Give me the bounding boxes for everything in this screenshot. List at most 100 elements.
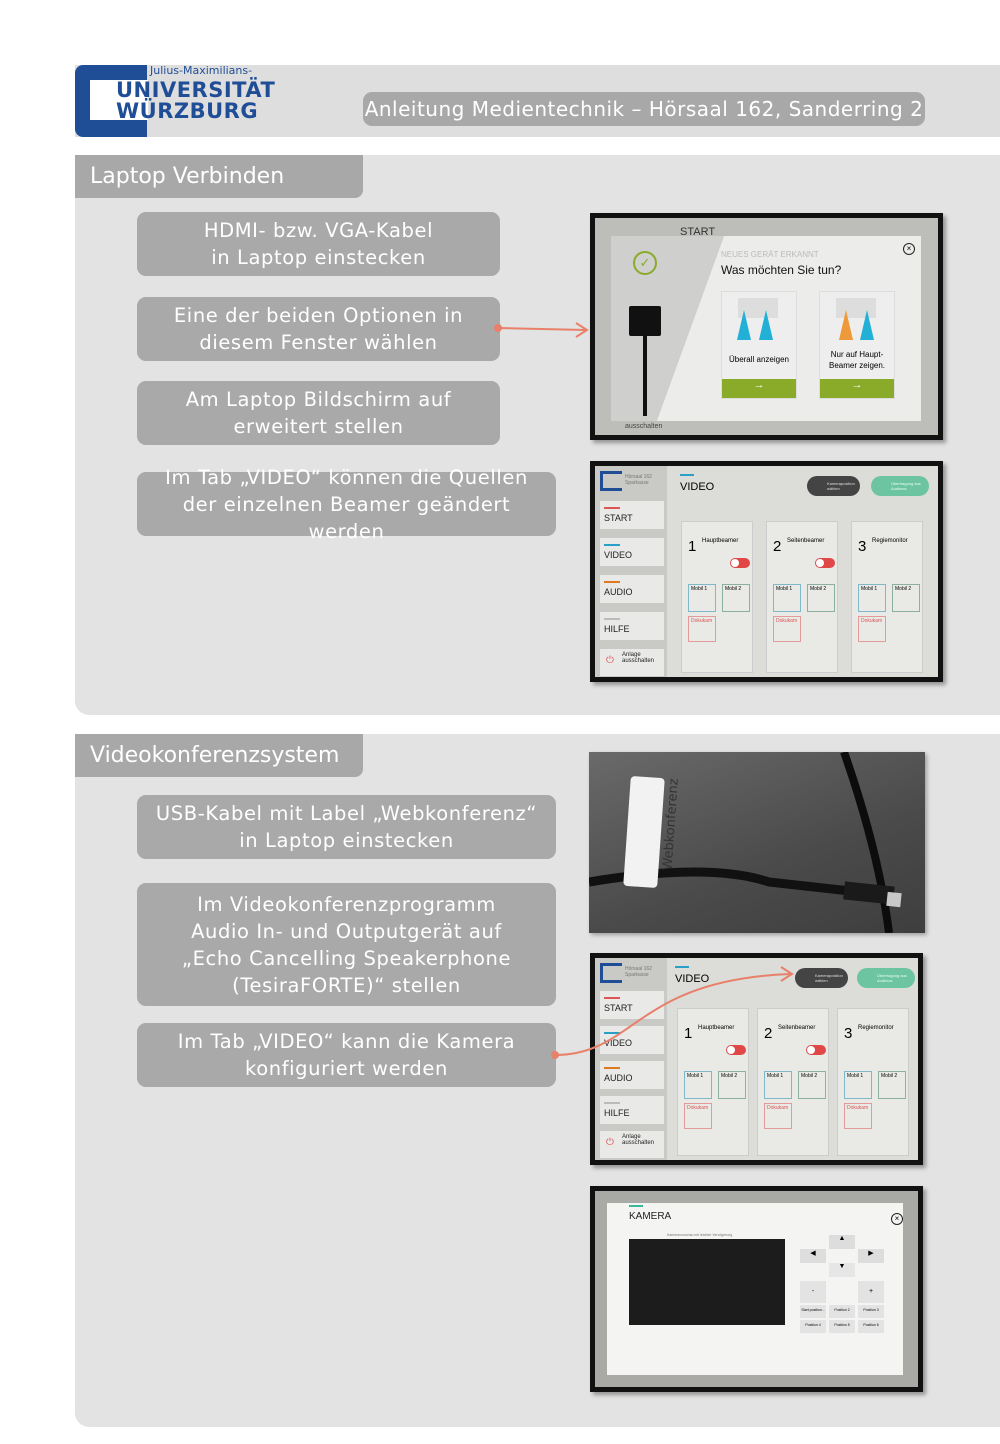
source-dokukam[interactable]: Dokukam (773, 616, 801, 642)
option-main-beamer[interactable]: Nur auf Haupt-Beamer zeigen. → (819, 291, 895, 399)
camera-title: KAMERA (629, 1211, 672, 1222)
output-number: 2 (773, 538, 782, 555)
nav-video[interactable]: VIDEO (600, 538, 664, 566)
nav-hilfe[interactable]: HILFE (600, 612, 664, 640)
power-label: ausschalten (625, 423, 663, 430)
camera-position-button[interactable]: Kameraposition wählen (795, 968, 848, 988)
output-name: Regiemonitor (872, 538, 908, 544)
source-dokukam[interactable]: Dokukam (684, 1103, 712, 1129)
step-text: Im Tab „VIDEO“ kann die Kamera konfiguri… (177, 1030, 516, 1080)
source-mobil1[interactable]: Mobil 1 (764, 1071, 792, 1099)
source-mobil1[interactable]: Mobil 1 (858, 584, 886, 612)
source-dokukam[interactable]: Dokukam (688, 616, 716, 642)
source-mobil1[interactable]: Mobil 1 (773, 584, 801, 612)
projector-icon (737, 298, 778, 340)
source-mobil2[interactable]: Mobil 2 (878, 1071, 906, 1099)
preset-button[interactable]: Position 6 (858, 1320, 884, 1333)
screenshot-new-device-dialog: START ✓ NEUES GERÄT ERKANNT Was möchten … (590, 213, 943, 440)
output-name: Seitenbeamer (787, 538, 825, 544)
nav-hilfe[interactable]: HILFE (600, 1096, 664, 1124)
power-button[interactable]: ⏻Anlage ausschalten (600, 649, 664, 676)
stream-button-label: Übertragung aus Audimax (891, 481, 921, 491)
power-icon: ⏻ (606, 1137, 614, 1148)
power-label: Anlage ausschalten (622, 652, 655, 664)
logo-inner (90, 80, 148, 120)
close-icon[interactable]: × (903, 243, 915, 255)
room-label: Hörsaal 162 Sparkasse (625, 474, 652, 486)
close-icon[interactable]: × (891, 1213, 903, 1225)
step-box: Am Laptop Bildschirm auf erweitert stell… (137, 381, 500, 445)
logo-top-text: Julius-Maximilians- (150, 64, 253, 77)
screen-title: VIDEO (680, 481, 715, 493)
zoom-out-button[interactable]: - (800, 1281, 826, 1303)
nav-start[interactable]: START (600, 501, 664, 529)
power-button[interactable]: ⏻ Anlage ausschalten (600, 1131, 664, 1158)
screenshot-video-tab-camera: Hörsaal 162 Sparkasse START VIDEO AUDIO … (590, 953, 923, 1165)
tilt-up-button[interactable]: ▲ (829, 1235, 855, 1249)
step-text: Am Laptop Bildschirm auf erweitert stell… (185, 388, 452, 438)
output-number: 3 (858, 538, 867, 555)
title-accent (680, 474, 694, 476)
source-mobil2[interactable]: Mobil 2 (722, 584, 750, 612)
camera-preview (629, 1239, 785, 1325)
nav-video[interactable]: VIDEO (600, 1026, 664, 1054)
source-mobil1[interactable]: Mobil 1 (844, 1071, 872, 1099)
output-name: Seitenbeamer (778, 1025, 816, 1031)
cable (643, 336, 647, 416)
source-dokukam[interactable]: Dokukam (764, 1103, 792, 1129)
preset-button[interactable]: Position 2 (829, 1305, 855, 1318)
screenshot-video-tab: Hörsaal 162 Sparkasse START VIDEO AUDIO … (590, 461, 943, 682)
usb-cable-photo: Webkonferenz (589, 752, 925, 933)
preset-button[interactable]: Position 5 (829, 1320, 855, 1333)
step-box: HDMI- bzw. VGA-Kabel in Laptop einstecke… (137, 212, 500, 276)
uni-logo-icon (600, 963, 622, 983)
source-mobil2[interactable]: Mobil 2 (807, 584, 835, 612)
output-name: Regiemonitor (858, 1025, 894, 1031)
uni-logo-icon (600, 471, 622, 491)
hdmi-plug-icon (629, 306, 661, 336)
source-mobil2[interactable]: Mobil 2 (718, 1071, 746, 1099)
camera-button-label: Kameraposition wählen (815, 973, 843, 983)
nav-audio[interactable]: AUDIO (600, 575, 664, 603)
step-text: Eine der beiden Optionen in diesem Fenst… (173, 304, 464, 354)
toggle-switch[interactable] (726, 1045, 746, 1055)
toggle-switch[interactable] (806, 1045, 826, 1055)
preset-button[interactable]: Start position... (800, 1305, 826, 1318)
toggle-switch[interactable] (730, 558, 750, 568)
zoom-in-button[interactable]: + (858, 1281, 884, 1303)
nav-audio[interactable]: AUDIO (600, 1061, 664, 1089)
camera-button-label: Kameraposition wählen (827, 481, 855, 491)
preset-button[interactable]: Position 4 (800, 1320, 826, 1333)
logo-line1: UNIVERSITÄT (116, 78, 276, 102)
step-box: Im Videokonferenzprogramm Audio In- und … (137, 883, 556, 1006)
option-show-everywhere[interactable]: Überall anzeigen → (721, 291, 797, 399)
toggle-switch[interactable] (815, 558, 835, 568)
arrow-right-icon[interactable]: → (722, 379, 796, 398)
source-mobil2[interactable]: Mobil 2 (892, 584, 920, 612)
room-label: Hörsaal 162 Sparkasse (625, 966, 652, 978)
nav-start[interactable]: START (600, 991, 664, 1019)
stream-button[interactable]: Übertragung aus Audimax (871, 476, 929, 496)
pan-right-button[interactable]: ▶ (858, 1249, 884, 1263)
source-mobil2[interactable]: Mobil 2 (798, 1071, 826, 1099)
camera-position-button[interactable]: Kameraposition wählen (807, 476, 860, 496)
projector-icon (836, 298, 876, 340)
arrow-right-icon[interactable]: → (820, 379, 894, 398)
source-mobil1[interactable]: Mobil 1 (688, 584, 716, 612)
page-title: Anleitung Medientechnik – Hörsaal 162, S… (363, 92, 925, 126)
source-dokukam[interactable]: Dokukam (844, 1103, 872, 1129)
tilt-down-button[interactable]: ▼ (829, 1263, 855, 1277)
pan-left-button[interactable]: ◀ (800, 1249, 826, 1263)
preset-button[interactable]: Position 3 (858, 1305, 884, 1318)
option-label: Überall anzeigen (728, 355, 790, 364)
source-mobil1[interactable]: Mobil 1 (684, 1071, 712, 1099)
stream-button[interactable]: Übertragung aus Audimax (857, 968, 915, 988)
source-dokukam[interactable]: Dokukam (858, 616, 886, 642)
screen-title: VIDEO (675, 973, 710, 985)
step-box: USB-Kabel mit Label „Webkonferenz“ in La… (137, 795, 556, 859)
step-text: HDMI- bzw. VGA-Kabel in Laptop einstecke… (203, 219, 434, 269)
power-label: Anlage ausschalten (622, 1134, 655, 1146)
